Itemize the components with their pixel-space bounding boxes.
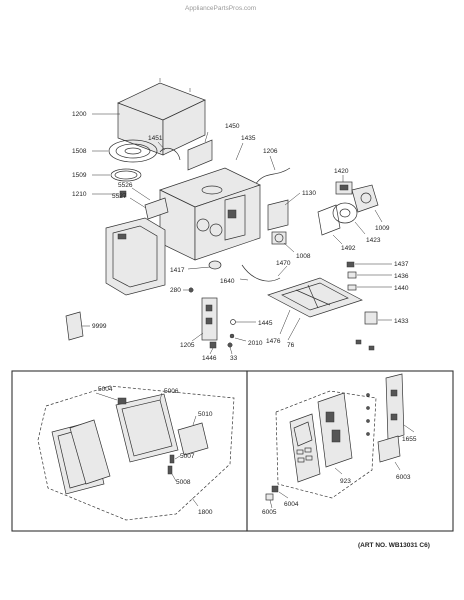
callout-280[interactable]: 280 [170, 287, 181, 294]
fuse-1440 [347, 284, 357, 291]
callout-1450[interactable]: 1450 [225, 123, 240, 130]
callout-1200[interactable]: 1200 [72, 111, 87, 118]
duct-1492 [317, 204, 341, 236]
callout-1451[interactable]: 1451 [148, 135, 163, 142]
switch-1436 [347, 271, 357, 279]
callout-6003[interactable]: 6003 [396, 474, 411, 481]
part-1445 [230, 319, 236, 325]
manual-9999 [65, 311, 84, 341]
duct-5526 [144, 197, 169, 220]
fan-blade-1423 [332, 202, 358, 224]
waveguide-cover-1451 [159, 147, 181, 161]
callout-1445[interactable]: 1445 [258, 320, 273, 327]
callout-6005[interactable]: 6005 [262, 509, 277, 516]
callout-76[interactable]: 76 [287, 342, 295, 349]
callout-1508[interactable]: 1508 [72, 148, 87, 155]
callout-1655[interactable]: 1655 [402, 436, 417, 443]
callout-2010[interactable]: 2010 [248, 340, 263, 347]
magnetron-1420 [335, 181, 353, 195]
cover-1450 [187, 139, 213, 171]
watermark-text: AppliancePartsPros.com [185, 5, 256, 12]
callout-1130[interactable]: 1130 [302, 190, 316, 197]
callout-5004[interactable]: 5004 [98, 386, 113, 393]
callout-1435[interactable]: 1435 [241, 135, 256, 142]
callout-1009[interactable]: 1009 [375, 225, 390, 232]
fan-motor-1009 [351, 184, 379, 213]
coupler-1210 [119, 190, 127, 198]
callout-1008[interactable]: 1008 [296, 253, 311, 260]
callout-1446[interactable]: 1446 [202, 355, 217, 362]
screw-280 [188, 287, 194, 293]
callout-1210[interactable]: 1210 [72, 191, 87, 198]
art-number: (ART NO. WB13031 C6) [358, 542, 430, 549]
relay-1433 [364, 311, 378, 325]
callout-1800[interactable]: 1800 [198, 509, 213, 516]
callout-5006[interactable]: 5006 [164, 388, 179, 395]
callout-1476[interactable]: 1476 [266, 338, 281, 345]
callout-6004[interactable]: 6004 [284, 501, 299, 508]
callout-1440[interactable]: 1440 [394, 285, 409, 292]
callout-923[interactable]: 923 [340, 478, 351, 485]
door-assembly-1800 [37, 385, 235, 521]
callout-1205[interactable]: 1205 [180, 342, 195, 349]
callout-1417[interactable]: 1417 [170, 267, 185, 274]
turntable-tray-1508 [108, 139, 158, 163]
callout-5526[interactable]: 5526 [118, 182, 133, 189]
part-2010 [229, 333, 235, 339]
capacitor-1008 [271, 231, 287, 245]
motor-1417 [208, 260, 222, 270]
callout-5008[interactable]: 5008 [176, 479, 191, 486]
front-door-assembly [105, 217, 166, 296]
callout-33[interactable]: 33 [230, 355, 238, 362]
callout-1420[interactable]: 1420 [334, 168, 349, 175]
switch-1446 [209, 341, 217, 349]
transformer-1130 [267, 199, 289, 231]
interlock-bracket-1205 [201, 297, 218, 341]
callout-1206[interactable]: 1206 [263, 148, 278, 155]
callout-1433[interactable]: 1433 [394, 318, 409, 325]
control-panel-assembly [265, 373, 405, 501]
small-part-nut [368, 345, 375, 351]
callout-5007[interactable]: 5007 [180, 453, 195, 460]
small-part-bolt [355, 339, 362, 345]
callout-5010[interactable]: 5010 [198, 411, 213, 418]
callout-1423[interactable]: 1423 [366, 237, 381, 244]
callout-1509[interactable]: 1509 [72, 172, 87, 179]
wire-harness-1470 [241, 264, 281, 282]
callout-1492[interactable]: 1492 [341, 245, 356, 252]
callout-5527[interactable]: 5527 [112, 193, 127, 200]
roller-ring-1509 [110, 168, 142, 182]
control-panel-section-frame [246, 370, 454, 532]
callout-1437[interactable]: 1437 [394, 261, 409, 268]
outer-case-1200 [117, 78, 206, 156]
callout-9999[interactable]: 9999 [92, 323, 107, 330]
screw-33 [227, 342, 233, 348]
callout-1436[interactable]: 1436 [394, 273, 409, 280]
thermostat-1437 [346, 261, 355, 268]
control-bracket [224, 194, 246, 241]
base-plate-76 [267, 277, 363, 318]
callout-1470[interactable]: 1470 [276, 260, 291, 267]
callout-1640[interactable]: 1640 [220, 278, 235, 285]
